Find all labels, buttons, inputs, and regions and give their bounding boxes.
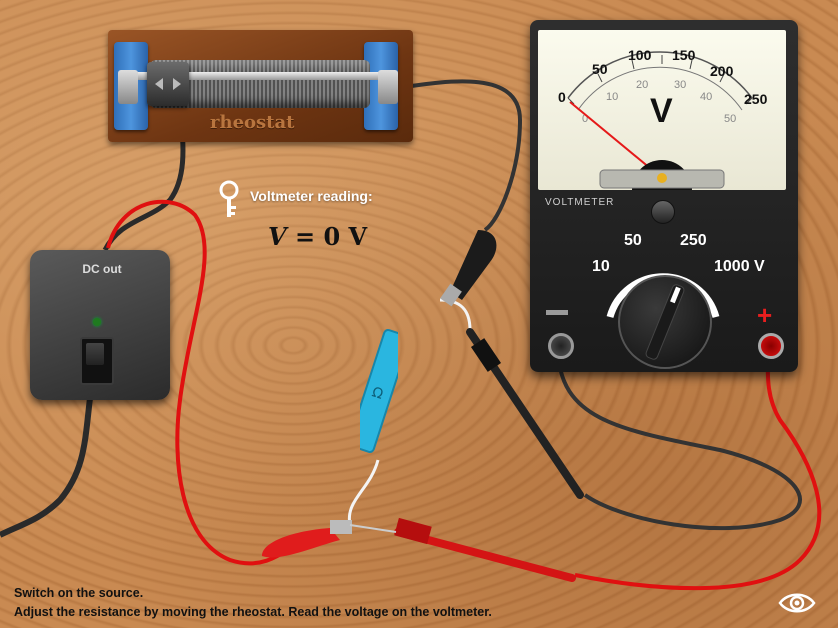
black-wire-supply-to-edge [0, 397, 93, 538]
black-wire-probe-to-minus [556, 349, 802, 531]
voltmeter-brand-label: VOLTMETER [545, 197, 615, 208]
slider-arrows-icon [155, 78, 181, 90]
negative-terminal[interactable] [548, 333, 574, 359]
voltmeter-reading-label: Voltmeter reading: [250, 188, 373, 204]
rheostat-rod [122, 72, 392, 80]
red-wire-supply-to-red-clip [106, 199, 292, 566]
outer-tick-50: 50 [592, 61, 608, 77]
black-crocodile-clip[interactable] [440, 230, 497, 307]
inner-tick-20: 20 [636, 79, 648, 91]
instructions: Switch on the source. Adjust the resista… [14, 584, 492, 622]
range-selector-knob[interactable] [618, 275, 712, 369]
power-led-icon [93, 318, 101, 326]
inner-tick-30: 30 [674, 79, 686, 91]
key-icon[interactable] [218, 180, 240, 220]
inner-tick-10: 10 [606, 91, 618, 103]
instruction-line-2: Adjust the resistance by moving the rheo… [14, 605, 492, 619]
power-switch-rocker [86, 343, 104, 365]
red-crocodile-clip[interactable] [262, 520, 352, 558]
range-option-50[interactable]: 50 [624, 232, 642, 249]
red-probe[interactable] [349, 517, 576, 582]
voltmeter-scale: 0 50 100 150 200 250 0 10 20 30 40 50 [558, 47, 768, 190]
reading-number: = 0 V [294, 222, 368, 251]
black-probe[interactable] [466, 328, 584, 499]
inner-tick-40: 40 [700, 91, 712, 103]
rheostat-slider[interactable] [147, 62, 189, 106]
range-option-10[interactable]: 10 [592, 258, 610, 275]
dc-out-label: DC out [82, 262, 122, 276]
black-wire-rheostat-to-supply [102, 109, 186, 252]
inner-tick-0: 0 [582, 113, 588, 125]
reading-symbol: V [268, 222, 287, 251]
black-wire-rheostat-to-clip [397, 79, 523, 232]
white-lead-bottom [347, 459, 380, 526]
resistor-symbol: Ω [370, 384, 385, 403]
eye-icon[interactable] [778, 590, 816, 616]
outer-tick-150: 150 [672, 47, 696, 63]
instruction-line-1: Switch on the source. [14, 586, 144, 600]
outer-tick-0: 0 [558, 89, 566, 105]
inner-tick-50: 50 [724, 113, 736, 125]
resistor[interactable]: Ω [360, 326, 398, 456]
range-option-250[interactable]: 250 [680, 232, 707, 249]
positive-terminal[interactable] [758, 333, 784, 359]
negative-terminal-sign [546, 310, 568, 315]
rheostat-end-cap-right [378, 70, 398, 104]
voltmeter-dial-face: 0 50 100 150 200 250 0 10 20 30 40 50 [538, 30, 786, 190]
rheostat-label: rheostat [210, 112, 295, 133]
range-option-1000[interactable]: 1000 V [714, 258, 765, 275]
positive-terminal-sign: + [757, 300, 773, 330]
zero-adjust-screw[interactable] [651, 200, 675, 224]
knob-pointer-icon [645, 284, 685, 360]
outer-tick-250: 250 [744, 91, 768, 107]
red-wire-probe-to-plus [574, 349, 822, 591]
outer-tick-100: 100 [628, 47, 652, 63]
outer-tick-200: 200 [710, 63, 734, 79]
voltmeter-reading-value: V = 0 V [268, 222, 367, 251]
voltmeter-unit-symbol: V [650, 92, 673, 130]
rheostat-end-cap-left [118, 70, 138, 104]
